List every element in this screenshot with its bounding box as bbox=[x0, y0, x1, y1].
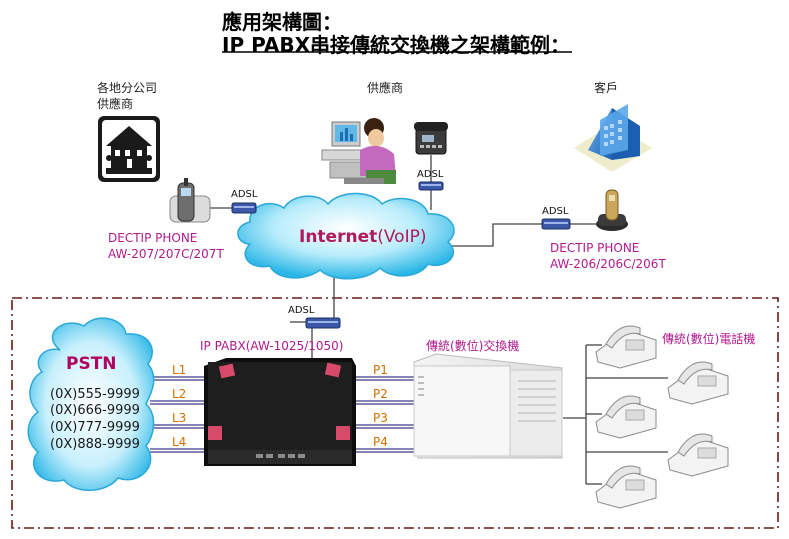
adsl-modem-pbx bbox=[305, 317, 341, 329]
line-label-l1: L1 bbox=[172, 363, 187, 377]
person-computer-icon bbox=[321, 118, 396, 184]
adsl-label-supplier: ADSL bbox=[417, 169, 444, 180]
adsl-modem-customer bbox=[541, 218, 571, 230]
line-label-p1: P1 bbox=[373, 363, 388, 377]
dect-phone-label-customer: DECTIP PHONE bbox=[550, 241, 640, 255]
pstn-number-1: (0X)555-9999 bbox=[50, 387, 140, 402]
adsl-label-pbx: ADSL bbox=[288, 305, 315, 316]
line-label-p3: P3 bbox=[373, 411, 388, 425]
line-label-l2: L2 bbox=[172, 387, 187, 401]
desk-phone-icon-supplier bbox=[414, 122, 448, 155]
line-label-p4: P4 bbox=[373, 435, 388, 449]
adsl-modem-supplier bbox=[418, 181, 444, 191]
handset-phone bbox=[595, 325, 657, 369]
dect-phone-model-customer: AW-206/206C/206T bbox=[550, 257, 666, 271]
adsl-label-branch: ADSL bbox=[231, 189, 258, 200]
adsl-label-customer: ADSL bbox=[542, 206, 569, 217]
pbx-switch-device bbox=[413, 353, 563, 459]
dect-phone-model-branch: AW-207/207C/207T bbox=[108, 247, 224, 261]
handset-phone bbox=[595, 465, 657, 509]
pstn-cloud bbox=[27, 317, 155, 491]
customer-label: 客戶 bbox=[594, 81, 619, 95]
internet-label: Internet(VoIP) bbox=[299, 227, 427, 247]
dect-phone-label-branch: DECTIP PHONE bbox=[108, 231, 198, 245]
diagram-subtitle: IP PABX串接傳統交換機之架構範例： bbox=[222, 33, 571, 57]
house-icon bbox=[98, 116, 160, 182]
phones-label: 傳統(數位)電話機 bbox=[662, 332, 756, 346]
diagram-title: 應用架構圖： bbox=[222, 10, 342, 34]
dect-phone-icon-customer bbox=[596, 189, 628, 231]
ip-pabx-device bbox=[204, 358, 356, 466]
adsl-modem-branch bbox=[231, 202, 257, 214]
supplier-label: 供應商 bbox=[367, 81, 404, 95]
switch-label: 傳統(數位)交換機 bbox=[426, 339, 520, 353]
dect-phone-icon-branch bbox=[169, 178, 211, 223]
handset-phones bbox=[595, 325, 729, 509]
pstn-number-2: (0X)666-9999 bbox=[50, 403, 140, 418]
handset-phone bbox=[667, 361, 729, 405]
branch-supplier-label: 供應商 bbox=[97, 97, 134, 111]
trunk-lines bbox=[150, 376, 414, 453]
internet-cloud bbox=[237, 192, 455, 280]
network-links bbox=[210, 155, 668, 485]
ip-pabx-label: IP PABX(AW-1025/1050) bbox=[200, 339, 344, 353]
line-label-l4: L4 bbox=[172, 435, 187, 449]
handset-phone bbox=[595, 395, 657, 439]
pstn-number-3: (0X)777-9999 bbox=[50, 420, 140, 435]
local-site-border bbox=[11, 297, 779, 529]
branch-office-label: 各地分公司 bbox=[97, 81, 158, 95]
pstn-number-4: (0X)888-9999 bbox=[50, 437, 140, 452]
building-icon bbox=[574, 104, 652, 172]
pstn-label: PSTN bbox=[66, 354, 117, 374]
line-label-l3: L3 bbox=[172, 411, 187, 425]
line-label-p2: P2 bbox=[373, 387, 388, 401]
handset-phone bbox=[667, 433, 729, 477]
